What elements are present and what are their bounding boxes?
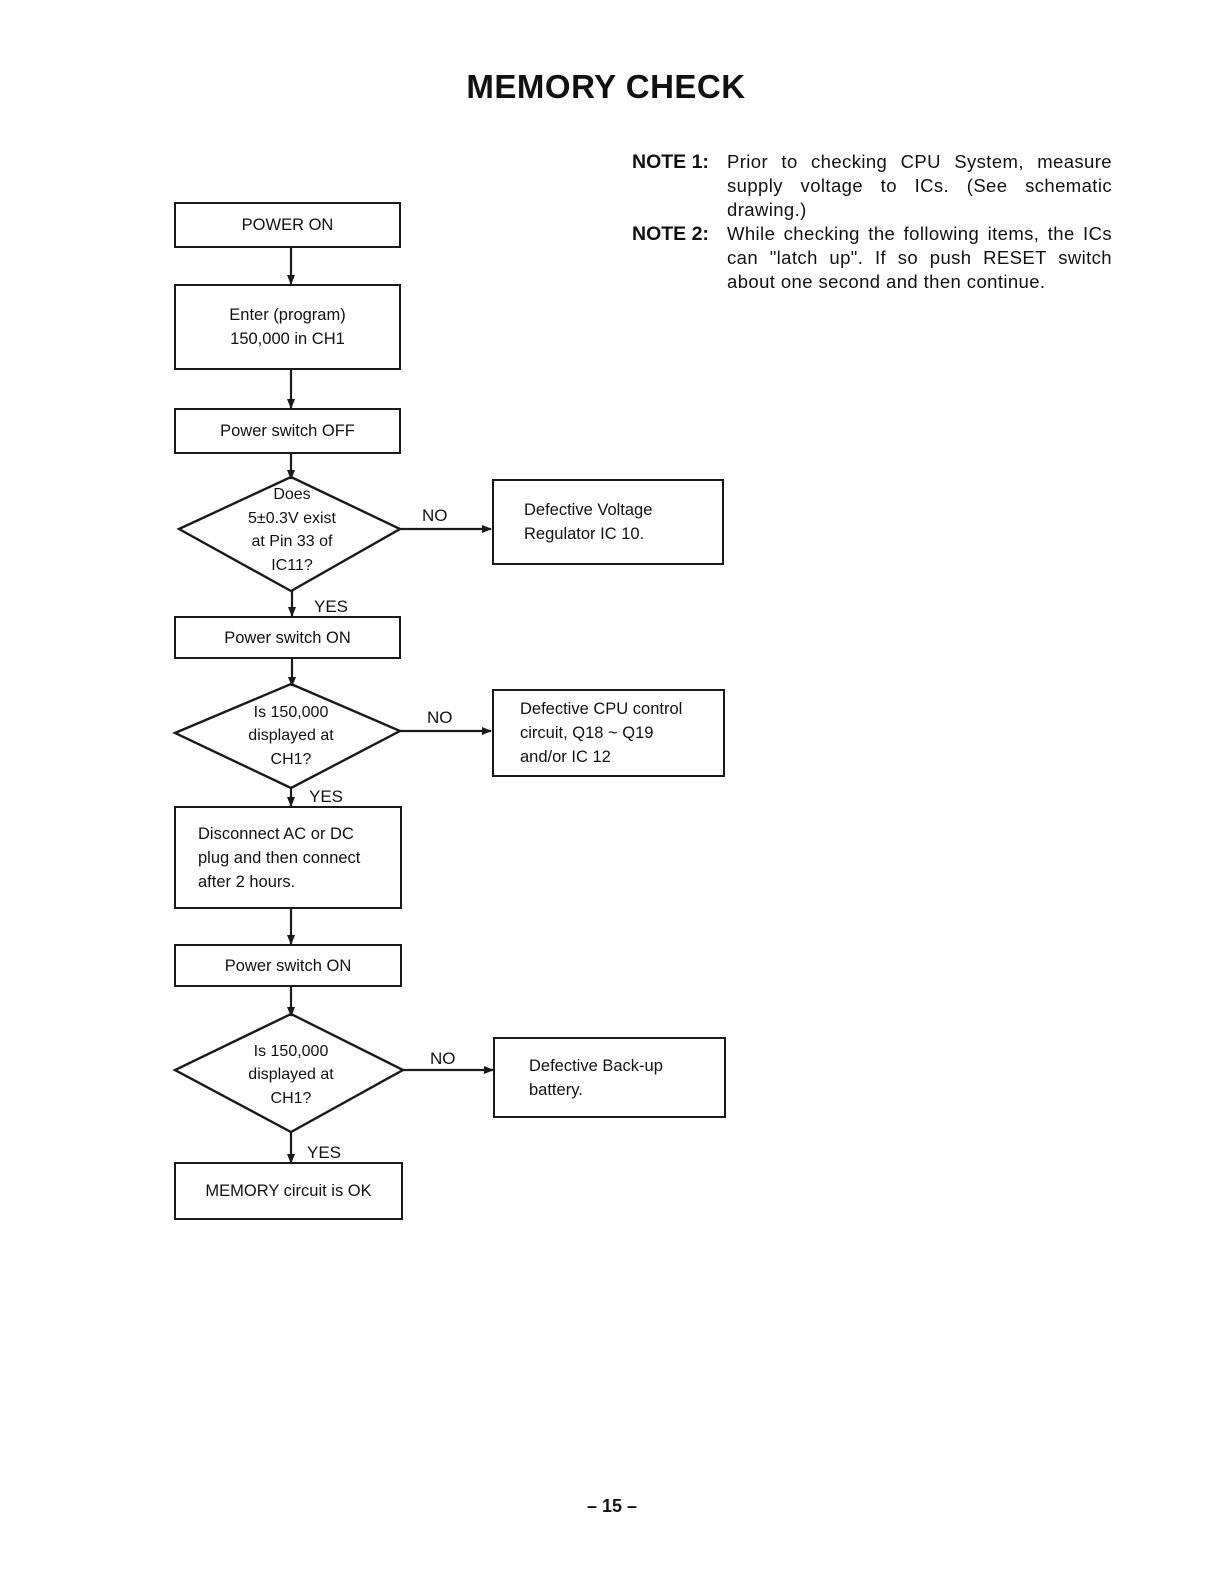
memory-ok-box: MEMORY circuit is OK: [174, 1162, 403, 1220]
no-label-display-1: NO: [427, 708, 453, 727]
memory-ok-text: MEMORY circuit is OK: [205, 1182, 372, 1200]
power-on-box: POWER ON: [174, 202, 401, 248]
note-1: NOTE 1: Prior to checking CPU System, me…: [632, 150, 1112, 222]
defective-battery-line-2: battery.: [529, 1080, 583, 1099]
note-1-text: Prior to checking CPU System, measure su…: [727, 151, 1112, 220]
defective-cpu-line-1: Defective CPU control: [520, 700, 683, 718]
power-on-text: POWER ON: [241, 216, 334, 234]
decision-display-1-line-2: displayed at: [248, 727, 334, 745]
power-switch-on-1-text: Power switch ON: [224, 628, 351, 647]
no-label-display-2: NO: [430, 1049, 456, 1068]
yes-label-voltage: YES: [314, 597, 349, 616]
disconnect-line-1: Disconnect AC or DC: [198, 824, 354, 843]
decision-display-1-line-3: CH1?: [270, 750, 312, 768]
defective-battery-box: Defective Back-up battery.: [493, 1037, 726, 1118]
defective-cpu-line-2: circuit, Q18 ~ Q19: [520, 724, 654, 742]
decision-display-1-line-1: Is 150,000: [253, 703, 329, 721]
decision-voltage-line-3: at Pin 33 of: [251, 533, 333, 550]
enter-program-line-2: 150,000 in CH1: [230, 330, 345, 348]
defective-cpu-box: Defective CPU control circuit, Q18 ~ Q19…: [492, 689, 725, 777]
enter-program-box: Enter (program) 150,000 in CH1: [174, 284, 401, 370]
defective-regulator-box: Defective Voltage Regulator IC 10.: [492, 479, 724, 565]
defective-regulator-line-1: Defective Voltage: [524, 501, 653, 519]
power-switch-on-1-box: Power switch ON: [174, 616, 401, 659]
disconnect-box: Disconnect AC or DC plug and then connec…: [174, 806, 402, 909]
page-number: – 15 –: [586, 1496, 638, 1516]
note-2-label: NOTE 2:: [632, 223, 709, 245]
enter-program-line-1: Enter (program): [229, 306, 346, 324]
decision-voltage-line-2: 5±0.3V exist: [248, 509, 336, 527]
decision-display-2-line-2: displayed at: [248, 1066, 334, 1084]
power-switch-on-2-text: Power switch ON: [224, 956, 352, 975]
note-2: NOTE 2: While checking the following ite…: [632, 222, 1112, 294]
power-switch-off-box: Power switch OFF: [174, 408, 401, 454]
no-label-voltage: NO: [422, 506, 448, 525]
power-switch-on-2-box: Power switch ON: [174, 944, 402, 987]
decision-voltage-text: Does 5±0.3V exist at Pin 33 of IC11?: [212, 483, 372, 577]
decision-display-2-line-3: CH1?: [270, 1089, 312, 1107]
note-1-label: NOTE 1:: [632, 151, 709, 173]
power-switch-off-text: Power switch OFF: [220, 422, 355, 440]
yes-label-display-2: YES: [307, 1143, 342, 1162]
decision-voltage-line-1: Does: [273, 486, 311, 503]
decision-display-2-text: Is 150,000 displayed at CH1?: [211, 1039, 371, 1111]
yes-label-display-1: YES: [309, 787, 344, 806]
defective-regulator-line-2: Regulator IC 10.: [524, 525, 645, 543]
notes-section: NOTE 1: Prior to checking CPU System, me…: [632, 150, 1112, 294]
defective-battery-line-1: Defective Back-up: [529, 1056, 663, 1075]
decision-display-1-text: Is 150,000 displayed at CH1?: [211, 700, 371, 772]
defective-cpu-line-3: and/or IC 12: [520, 748, 611, 766]
note-2-text: While checking the following items, the …: [727, 223, 1112, 292]
disconnect-line-3: after 2 hours.: [198, 872, 296, 891]
decision-display-2-line-1: Is 150,000: [253, 1042, 329, 1060]
page-title: MEMORY CHECK: [466, 68, 746, 105]
decision-voltage-line-4: IC11?: [271, 556, 313, 574]
disconnect-line-2: plug and then connect: [198, 848, 361, 867]
